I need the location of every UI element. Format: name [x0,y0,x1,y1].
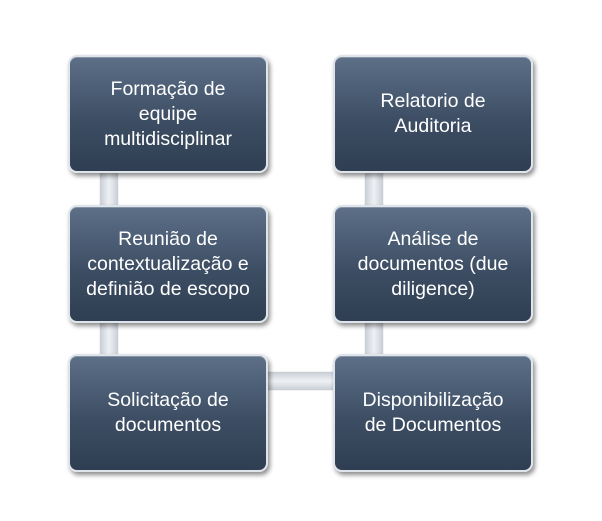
step-solicitacao-documentos: Solicitação de documentos [68,354,268,472]
step-relatorio-auditoria: Relatorio de Auditoria [333,55,533,173]
connector-formacao-reuniao [100,170,118,208]
step-reuniao-contextualizacao-label: Reunião de contextualização e definião d… [86,227,250,300]
step-analise-documentos-label: Análise de documentos (due diligence) [357,227,509,300]
connector-analise-relatorio [365,170,383,208]
step-solicitacao-documentos-label: Solicitação de documentos [107,389,229,436]
step-disponibilizacao-documentos: Disponibilização de Documentos [333,354,533,472]
step-analise-documentos: Análise de documentos (due diligence) [333,205,533,323]
step-formacao-equipe: Formação de equipe multidisciplinar [68,55,268,173]
connector-solicitacao-disponibilizacao [266,372,336,390]
step-relatorio-auditoria-label: Relatorio de Auditoria [380,90,486,137]
step-formacao-equipe-label: Formação de equipe multidisciplinar [104,77,232,150]
step-reuniao-contextualizacao: Reunião de contextualização e definião d… [68,205,268,323]
connector-reuniao-solicitacao [100,320,118,358]
connector-disponibilizacao-analise [365,320,383,358]
step-disponibilizacao-documentos-label: Disponibilização de Documentos [362,389,504,436]
